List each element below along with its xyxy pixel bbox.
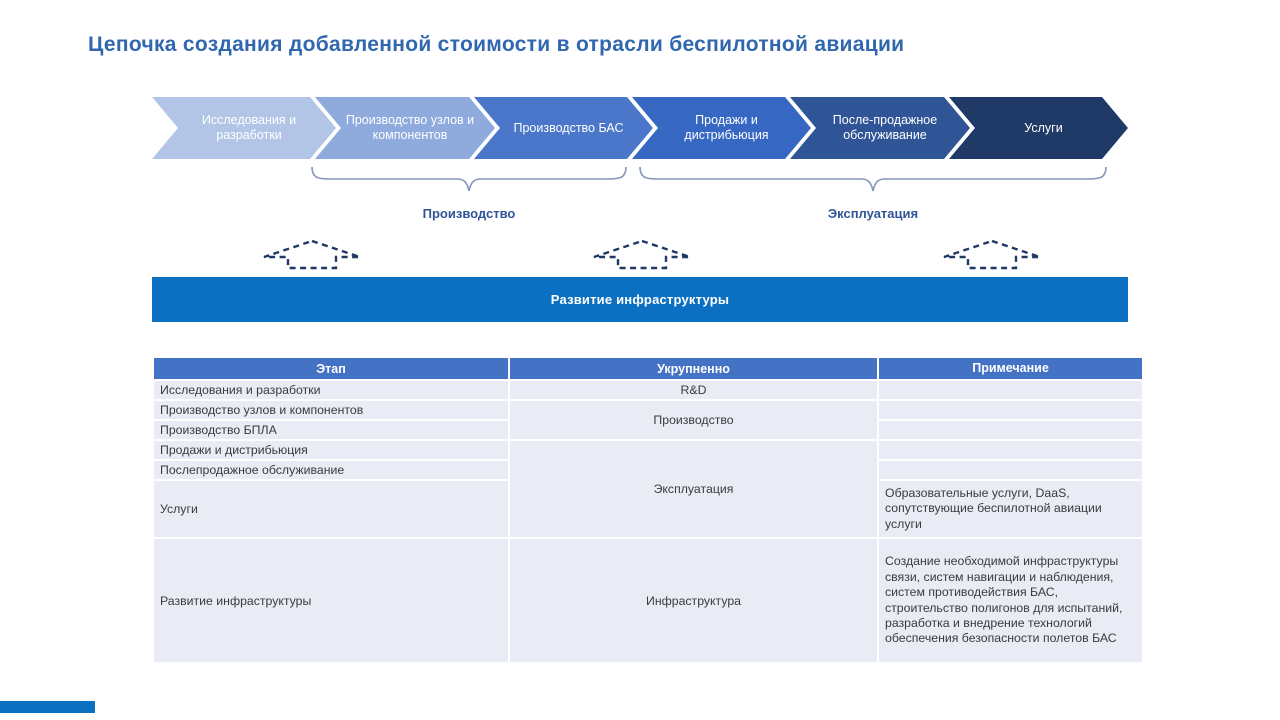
cell-note: Создание необходимой инфраструктуры связ… — [877, 537, 1144, 664]
table-row: Продажи и дистрибьюция Эксплуатация — [152, 439, 1144, 539]
stage-label-components: Производство узлов и компонентов — [345, 113, 475, 142]
cell-note: Образовательные услуги, DaaS, сопутствую… — [877, 479, 1144, 539]
cell-stage: Исследования и разработки — [152, 379, 510, 401]
cell-group-infrastructure: Инфраструктура — [508, 537, 879, 664]
cell-note — [877, 439, 1144, 461]
dashed-up-arrow — [593, 240, 691, 270]
table-header-row: Этап Укрупненно Примечание — [152, 356, 1144, 381]
chevron-stage-3 — [474, 97, 653, 159]
stage-label-sales: Продажи и дистрибьюция — [684, 113, 769, 142]
cell-group: R&D — [508, 379, 879, 401]
cell-note — [877, 419, 1144, 441]
header-stage: Этап — [152, 356, 510, 381]
header-note: Примечание — [877, 356, 1144, 381]
stage-label-after-sales: После-продажное обслуживание — [832, 113, 938, 142]
cell-stage: Производство узлов и компонентов — [152, 399, 510, 421]
infrastructure-banner-label: Развитие инфраструктуры — [550, 292, 730, 307]
cell-stage: Производство БПЛА — [152, 419, 510, 441]
table-row: Исследования и разработки R&D — [152, 379, 1144, 401]
table-row: Развитие инфраструктуры Инфраструктура С… — [152, 537, 1144, 664]
cell-stage: Развитие инфраструктуры — [152, 537, 510, 664]
cell-note — [877, 379, 1144, 401]
cell-group-production: Производство — [508, 399, 879, 441]
group-label-production: Производство — [422, 206, 516, 221]
cell-group-operation: Эксплуатация — [508, 439, 879, 539]
dashed-up-arrow — [943, 240, 1041, 270]
footer-accent-bar — [0, 701, 95, 713]
chevron-stage-4 — [632, 97, 811, 159]
cell-stage: Услуги — [152, 479, 510, 539]
brace-production — [311, 166, 627, 192]
table-row: Услуги Образовательные услуги, DaaS, соп… — [152, 479, 1144, 539]
dashed-up-arrow — [263, 240, 361, 270]
chevron-stage-5 — [790, 97, 970, 159]
group-label-operation: Эксплуатация — [827, 206, 919, 221]
chevron-stage-2 — [315, 97, 495, 159]
value-chain-table: Этап Укрупненно Примечание Исследования … — [152, 356, 1144, 664]
header-aggregate: Укрупненно — [508, 356, 879, 381]
value-chain: Исследования и разработки Производство у… — [152, 97, 1128, 159]
infrastructure-banner: Развитие инфраструктуры — [152, 277, 1128, 322]
page-title: Цепочка создания добавленной стоимости в… — [88, 33, 905, 56]
stage-label-research: Исследования и разработки — [201, 113, 297, 142]
cell-note — [877, 399, 1144, 421]
cell-stage: Продажи и дистрибьюция — [152, 439, 510, 461]
brace-operation — [639, 166, 1107, 192]
chevron-shapes — [152, 97, 1128, 159]
chevron-stage-6 — [949, 97, 1128, 159]
chevron-stage-1 — [152, 97, 336, 159]
stage-label-services: Услуги — [1024, 120, 1063, 135]
table-row: Производство БПЛА — [152, 419, 1144, 441]
cell-stage: Послепродажное обслуживание — [152, 459, 510, 481]
cell-note — [877, 459, 1144, 481]
table-row: Послепродажное обслуживание — [152, 459, 1144, 481]
stage-label-uas-production: Производство БАС — [513, 120, 624, 135]
table-row: Производство узлов и компонентов Произво… — [152, 399, 1144, 441]
